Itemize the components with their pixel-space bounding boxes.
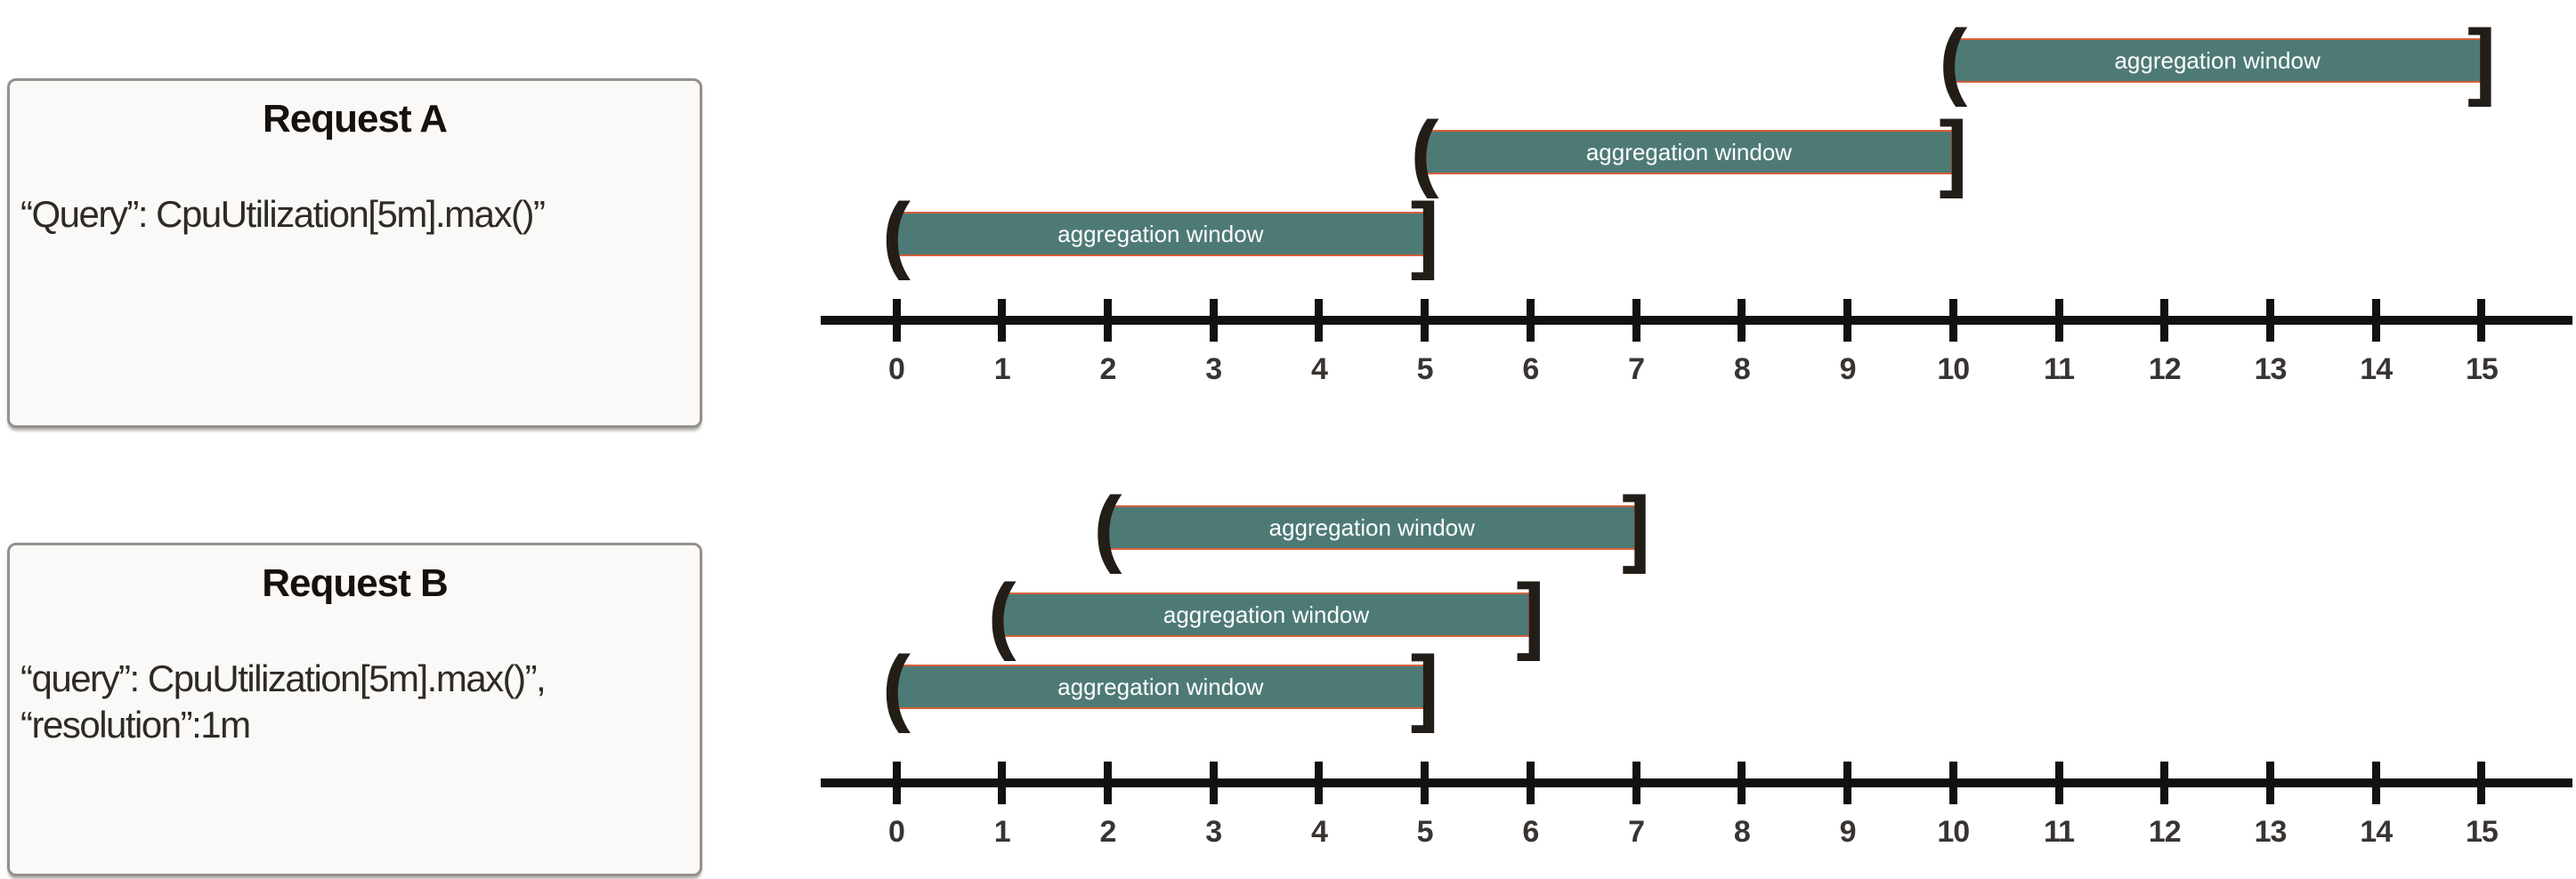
aggregation-window-label: aggregation window	[1057, 673, 1264, 700]
tick-label: 3	[1205, 815, 1222, 849]
tick-label: 13	[2254, 815, 2288, 849]
axis-tick	[892, 762, 901, 804]
axis-line	[821, 316, 2572, 325]
tick-label: 10	[1937, 815, 1970, 849]
tick-label: 9	[1839, 352, 1857, 386]
axis-tick	[2265, 299, 2274, 342]
tick-label: 9	[1839, 815, 1857, 849]
aggregation-window-label: aggregation window	[2114, 46, 2321, 74]
tick-label: 4	[1310, 815, 1328, 849]
tick-label: 11	[2044, 352, 2075, 386]
axis-line	[821, 778, 2572, 787]
axis-tick	[2054, 762, 2063, 804]
request-body-line: “Query”: CpuUtilization[5m].max()”	[20, 193, 546, 235]
axis-tick	[1632, 762, 1640, 804]
open-bracket: (	[882, 639, 911, 734]
request-a-title: Request A	[263, 97, 448, 141]
tick-label: 0	[888, 815, 905, 849]
request-a-box: Request A “Query”: CpuUtilization[5m].ma…	[7, 78, 702, 428]
axis-tick	[1738, 762, 1746, 804]
axis-tick	[1843, 299, 1852, 342]
tick-label: 5	[1416, 815, 1434, 849]
aggregation-window-label: aggregation window	[1057, 220, 1264, 247]
axis-tick	[1103, 299, 1112, 342]
request-b-body: “query”: CpuUtilization[5m].max()”, “reso…	[20, 656, 691, 748]
close-bracket: ]	[1410, 186, 1439, 281]
request-b-box: Request B “query”: CpuUtilization[5m].ma…	[7, 543, 702, 876]
tick-label: 1	[993, 352, 1011, 386]
tick-label: 6	[1522, 352, 1539, 386]
tick-label: 7	[1628, 352, 1645, 386]
axis-tick	[1209, 762, 1218, 804]
close-bracket: ]	[1622, 480, 1651, 575]
axis-tick	[1315, 762, 1324, 804]
axis-tick	[2054, 299, 2063, 342]
tick-label: 7	[1628, 815, 1645, 849]
tick-label: 14	[2360, 815, 2393, 849]
axis-tick	[998, 762, 1007, 804]
tick-label: 13	[2254, 352, 2288, 386]
tick-label: 8	[1733, 815, 1751, 849]
aggregation-window-label: aggregation window	[1268, 513, 1475, 541]
request-a-body: “Query”: CpuUtilization[5m].max()”	[20, 191, 691, 238]
open-bracket: (	[882, 186, 911, 281]
close-bracket: ]	[1516, 567, 1545, 662]
tick-label: 2	[1099, 815, 1116, 849]
tick-label: 2	[1099, 352, 1116, 386]
axis-tick	[1948, 762, 1957, 804]
request-b-title: Request B	[262, 561, 449, 605]
axis-tick	[2160, 762, 2169, 804]
axis-tick	[1526, 762, 1535, 804]
tick-label: 12	[2148, 815, 2182, 849]
tick-label: 3	[1205, 352, 1222, 386]
axis-tick	[2265, 762, 2274, 804]
axis-tick	[1632, 299, 1640, 342]
tick-label: 8	[1733, 352, 1751, 386]
axis-tick	[2477, 762, 2486, 804]
axis-tick	[1526, 299, 1535, 342]
axis-tick	[2160, 299, 2169, 342]
axis-tick	[998, 299, 1007, 342]
axis-tick	[2371, 762, 2380, 804]
tick-label: 1	[993, 815, 1011, 849]
close-bracket: ]	[1410, 639, 1439, 734]
aggregation-window-bar: aggregation window	[896, 665, 1425, 709]
open-bracket: (	[987, 567, 1017, 662]
axis-tick	[1843, 762, 1852, 804]
open-bracket: (	[1410, 104, 1439, 199]
open-bracket: (	[1093, 480, 1122, 575]
tick-label: 11	[2044, 815, 2075, 849]
aggregation-window-label: aggregation window	[1162, 601, 1370, 628]
axis-tick	[1103, 762, 1112, 804]
tick-label: 10	[1937, 352, 1970, 386]
aggregation-window-bar: aggregation window	[1107, 505, 1637, 550]
aggregation-window-label: aggregation window	[1585, 138, 1793, 165]
axis-tick	[892, 299, 901, 342]
close-bracket: ]	[2467, 12, 2496, 108]
tick-label: 15	[2466, 815, 2499, 849]
aggregation-window-bar: aggregation window	[896, 212, 1425, 256]
aggregation-window-bar: aggregation window	[1424, 130, 1954, 174]
tick-label: 6	[1522, 815, 1539, 849]
aggregation-window-bar: aggregation window	[1953, 38, 2482, 83]
tick-label: 14	[2360, 352, 2393, 386]
axis-tick	[1315, 299, 1324, 342]
axis-tick	[2477, 299, 2486, 342]
axis-tick	[1421, 299, 1430, 342]
axis-tick	[1209, 299, 1218, 342]
close-bracket: ]	[1939, 104, 1968, 199]
request-body-line: “query”: CpuUtilization[5m].max()”,	[20, 657, 547, 699]
aggregation-window-bar: aggregation window	[1001, 593, 1531, 637]
tick-label: 5	[1416, 352, 1434, 386]
axis-tick	[1948, 299, 1957, 342]
request-body-line: “resolution”:1m	[20, 704, 251, 746]
axis-tick	[2371, 299, 2380, 342]
open-bracket: (	[1939, 12, 1968, 108]
axis-tick	[1738, 299, 1746, 342]
tick-label: 15	[2466, 352, 2499, 386]
tick-label: 12	[2148, 352, 2182, 386]
axis-tick	[1421, 762, 1430, 804]
tick-label: 4	[1310, 352, 1328, 386]
tick-label: 0	[888, 352, 905, 386]
